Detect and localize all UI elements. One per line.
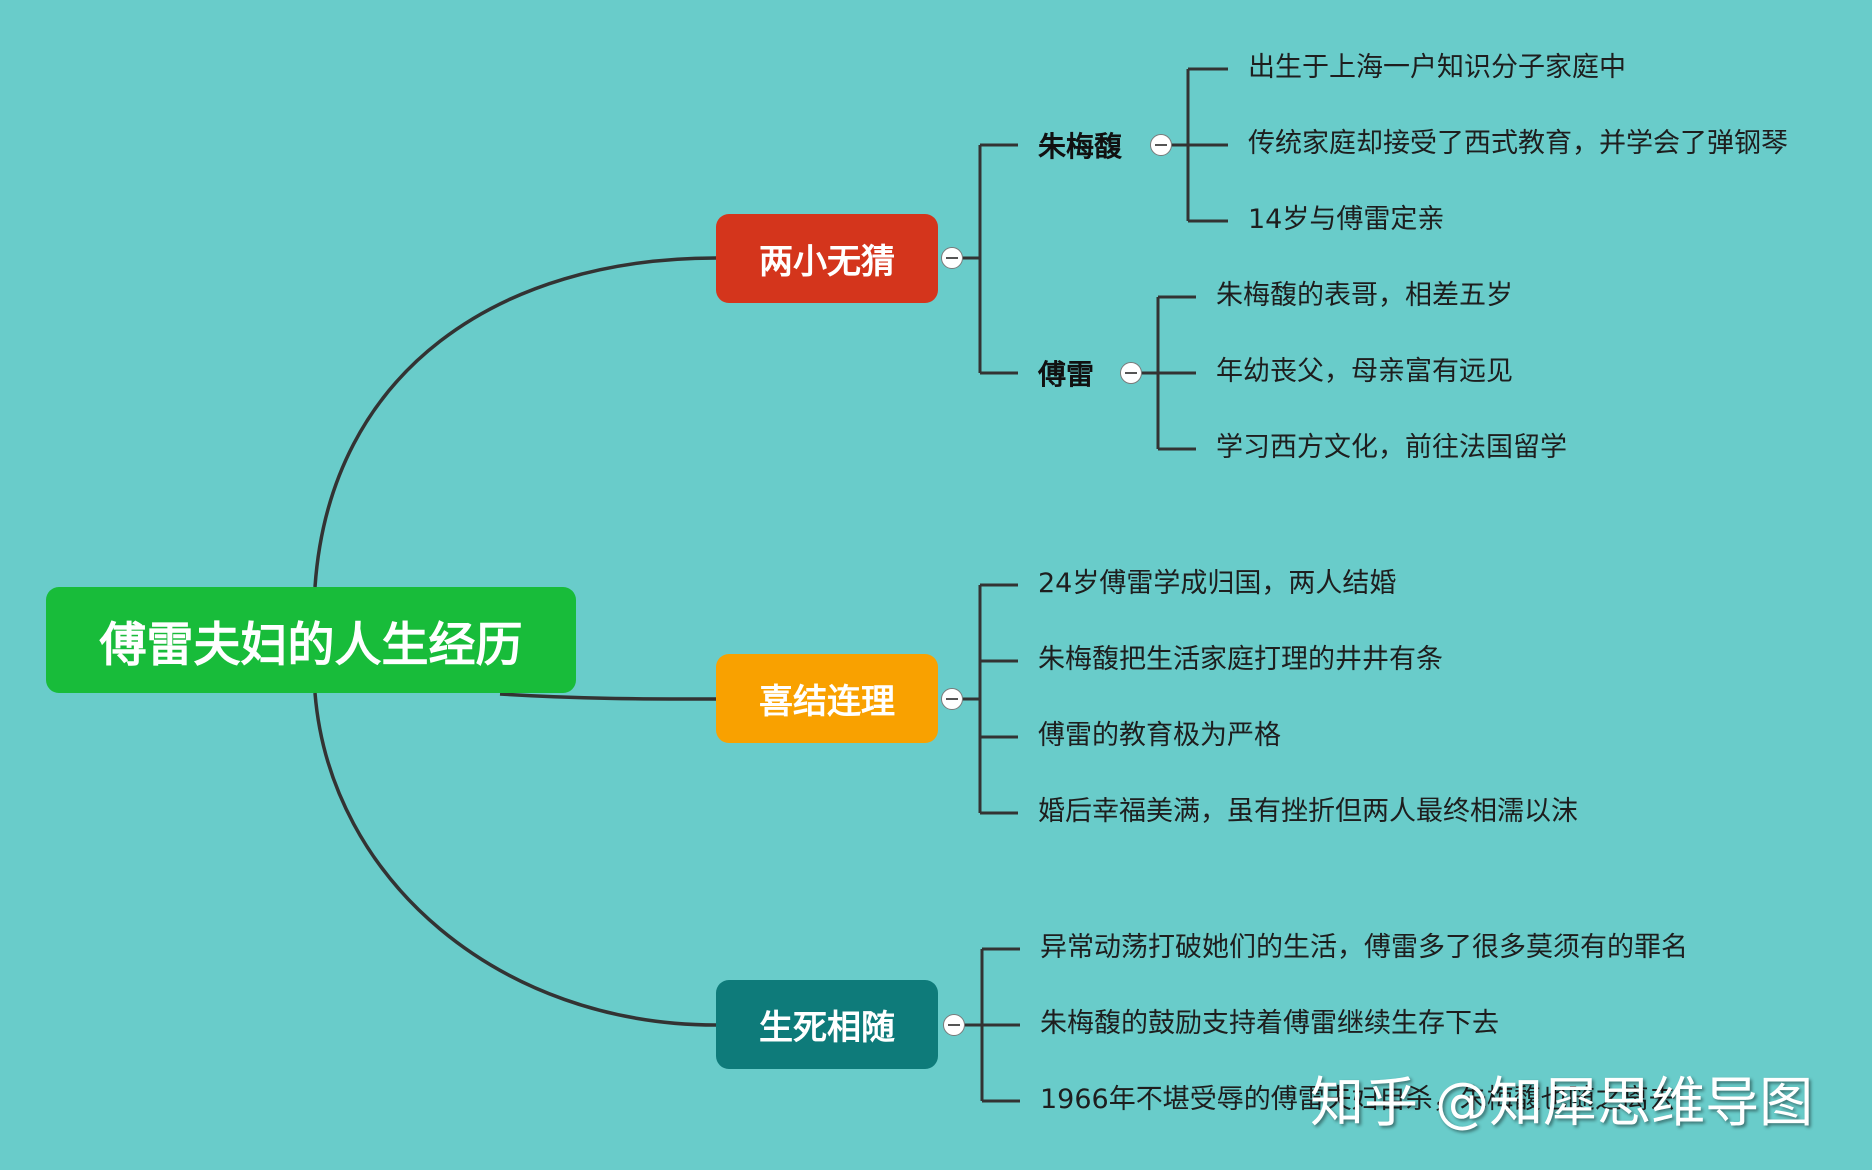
branch-topic-1[interactable]: 两小无猜 (716, 214, 938, 303)
leaf-topic[interactable]: 傅雷的教育极为严格 (1038, 720, 1281, 751)
collapse-subtopic-1-icon[interactable] (1150, 134, 1172, 156)
leaf-topic[interactable]: 朱梅馥把生活家庭打理的井井有条 (1038, 644, 1443, 675)
leaf-topic[interactable]: 14岁与傅雷定亲 (1248, 204, 1445, 235)
leaf-topic[interactable]: 朱梅馥的表哥，相差五岁 (1216, 280, 1513, 311)
leaf-topic[interactable]: 朱梅馥的鼓励支持着傅雷继续生存下去 (1040, 1008, 1499, 1039)
leaf-topic[interactable]: 24岁傅雷学成归国，两人结婚 (1038, 568, 1397, 599)
leaf-topic[interactable]: 婚后幸福美满，虽有挫折但两人最终相濡以沫 (1038, 796, 1578, 827)
collapse-branch-1-icon[interactable] (941, 247, 963, 269)
collapse-branch-2-icon[interactable] (941, 688, 963, 710)
collapse-branch-3-icon[interactable] (943, 1014, 965, 1036)
leaf-topic[interactable]: 学习西方文化，前往法国留学 (1216, 432, 1567, 463)
leaf-topic[interactable]: 异常动荡打破她们的生活，傅雷多了很多莫须有的罪名 (1040, 932, 1688, 963)
subtopic-zhu-meifu[interactable]: 朱梅馥 (1038, 130, 1123, 163)
leaf-topic[interactable]: 传统家庭却接受了西式教育，并学会了弹钢琴 (1248, 128, 1788, 159)
leaf-topic[interactable]: 年幼丧父，母亲富有远见 (1216, 356, 1513, 387)
leaf-topic[interactable]: 出生于上海一户知识分子家庭中 (1248, 52, 1626, 83)
central-topic[interactable]: 傅雷夫妇的人生经历 (46, 587, 576, 693)
leaf-topic[interactable]: 1966年不堪受辱的傅雷夫妇自杀，朱梅馥也随之离去 (1040, 1084, 1676, 1115)
branch-topic-2[interactable]: 喜结连理 (716, 654, 938, 743)
watermark: 知乎 @知犀思维导图 (1310, 1071, 1814, 1134)
subtopic-fu-lei[interactable]: 傅雷 (1038, 358, 1095, 391)
collapse-subtopic-2-icon[interactable] (1120, 362, 1142, 384)
branch-topic-3[interactable]: 生死相随 (716, 980, 938, 1069)
